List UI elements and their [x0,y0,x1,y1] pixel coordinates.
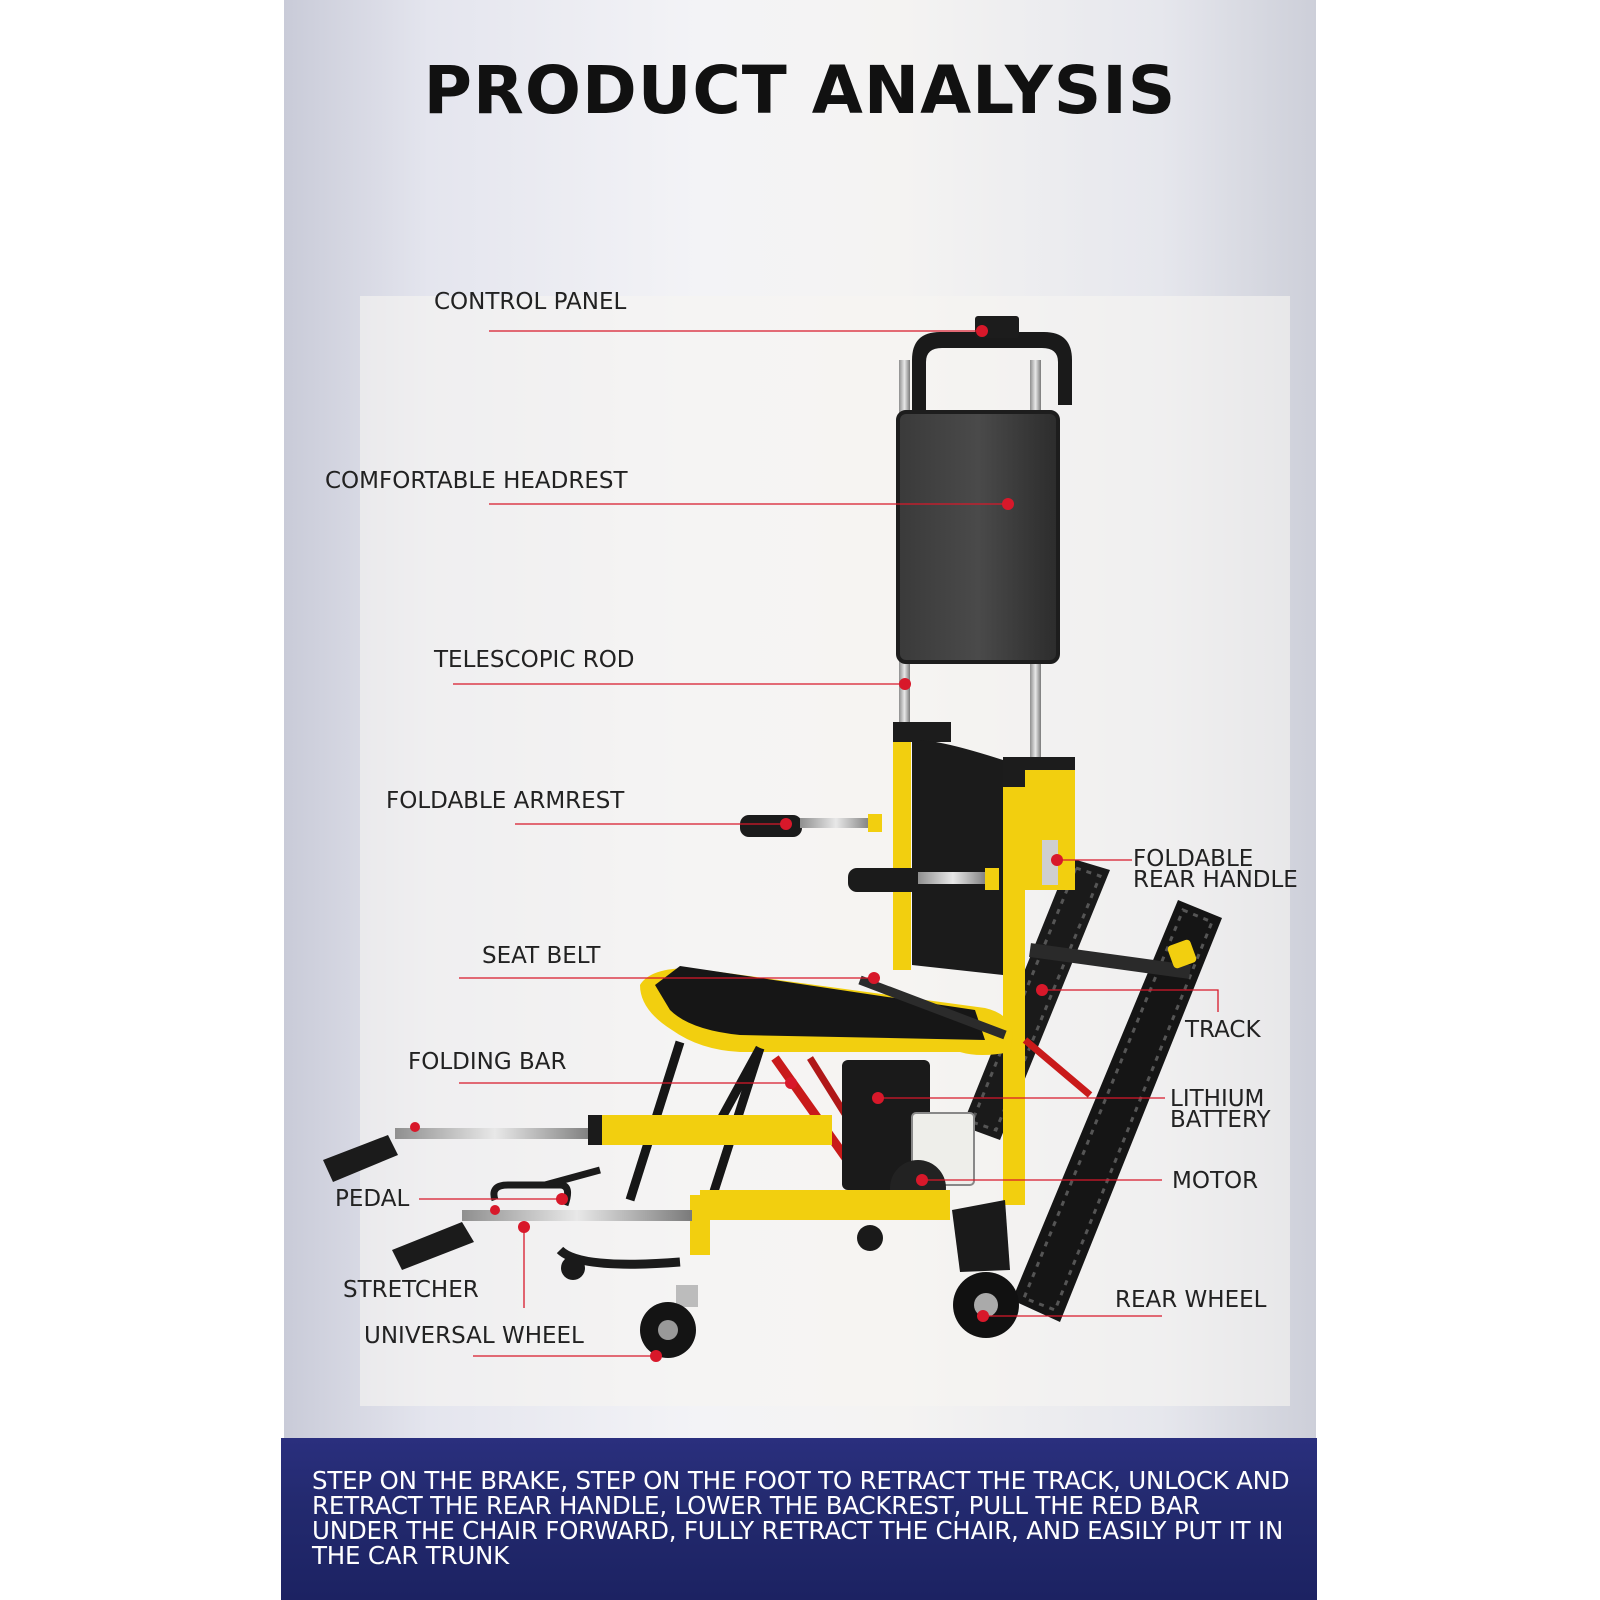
callouts [419,330,1219,1357]
dot-headrest [1002,498,1014,510]
instructions-banner: STEP ON THE BRAKE, STEP ON THE FOOT TO R… [281,1438,1317,1600]
label-stretcher: STRETCHER [343,1277,479,1303]
dot-control-panel [976,325,988,337]
seat-pad [655,966,985,1040]
label-motor: MOTOR [1172,1168,1258,1194]
lithium-battery [842,1060,930,1190]
label-lithium-battery-2: BATTERY [1170,1107,1271,1133]
dot-motor [916,1174,928,1186]
dot-track [1036,984,1048,996]
label-track: TRACK [1184,1017,1261,1043]
stair-chair [323,316,1222,1358]
label-lithium-battery-1: LITHIUM [1170,1086,1264,1112]
label-folding-bar: FOLDING BAR [408,1049,566,1075]
pedal [490,1181,572,1207]
dot-rear-wheel [977,1310,989,1322]
label-foldable-rear-handle-2: REAR HANDLE [1133,867,1298,893]
track [962,858,1222,1322]
dot-folding-bar [785,1077,797,1089]
seat-belt-strap [858,975,1007,1040]
page-title: PRODUCT ANALYSIS [423,52,1177,129]
label-telescopic-rod: TELESCOPIC ROD [433,647,635,673]
dot-battery [872,1092,884,1104]
label-foldable-rear-handle-1: FOLDABLE [1133,846,1253,872]
frame-lower-bar [592,1115,832,1145]
frame-right-upright [1003,765,1025,1205]
universal-wheel [561,1225,883,1358]
dot-universal-wheel [650,1350,662,1362]
callout-dots [518,325,1063,1362]
dot-stretcher [518,1221,530,1233]
label-rear-wheel: REAR WHEEL [1115,1287,1267,1313]
frame-left-upright [893,730,911,970]
dot-telescopic-rod [899,678,911,690]
dot-pedal [556,1193,568,1205]
dot-armrest [780,818,792,830]
stretcher-handles [323,1115,692,1270]
armrest-lower [848,868,999,892]
label-foldable-armrest: FOLDABLE ARMREST [386,788,625,814]
instructions-text: STEP ON THE BRAKE, STEP ON THE FOOT TO R… [312,1466,1290,1570]
label-universal-wheel: UNIVERSAL WHEEL [364,1323,584,1349]
label-pedal: PEDAL [335,1186,409,1212]
dot-seat-belt [868,972,880,984]
label-comfortable-headrest: COMFORTABLE HEADREST [325,468,628,494]
headrest-pad [896,410,1060,664]
label-control-panel: CONTROL PANEL [434,289,626,315]
stair-chair-diagram: CONTROL PANEL COMFORTABLE HEADREST TELES… [323,289,1298,1362]
labels: CONTROL PANEL COMFORTABLE HEADREST TELES… [325,289,1298,1349]
back-pad [912,739,1003,975]
dot-rear-handle [1051,854,1063,866]
top-handle [912,332,1072,410]
label-seat-belt: SEAT BELT [482,943,601,969]
